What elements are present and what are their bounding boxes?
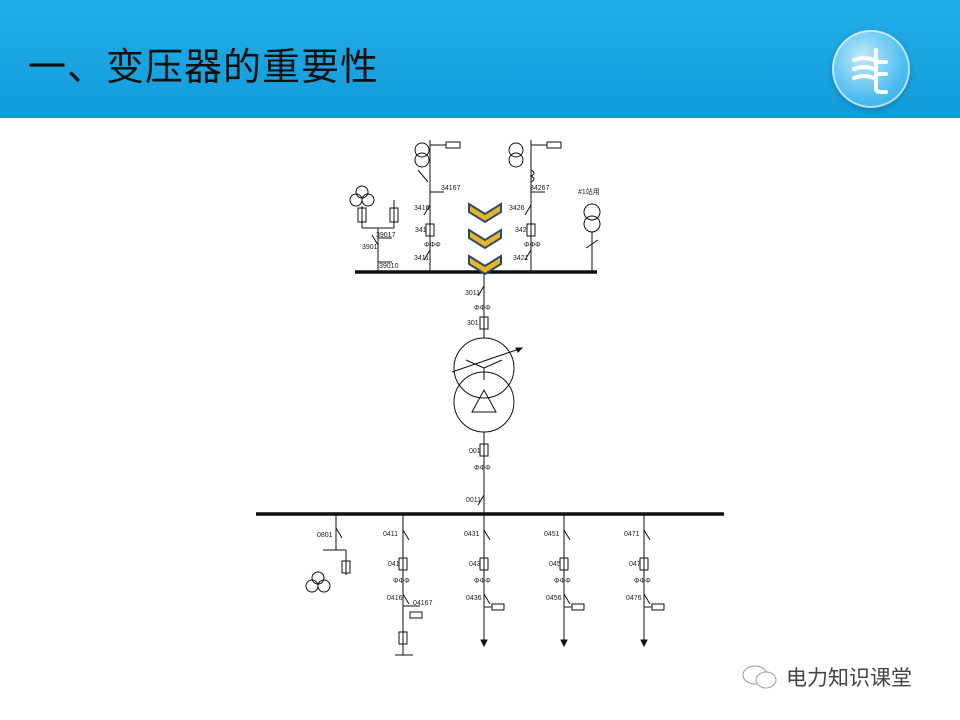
- slide-header: 一、变压器的重要性: [0, 0, 960, 118]
- ct-symbol: ΦΦΦ: [393, 578, 410, 585]
- label: 0471: [624, 531, 640, 538]
- main-transformer-bay: [451, 272, 524, 514]
- label: 045: [549, 561, 561, 568]
- label: 0456: [546, 595, 562, 602]
- label: 0411: [383, 531, 398, 538]
- label: 34167: [441, 185, 461, 192]
- ct-symbol: ΦΦΦ: [634, 578, 651, 585]
- ct-symbol: ΦΦΦ: [474, 578, 491, 585]
- label: 3416: [414, 205, 430, 212]
- label: 3426: [509, 205, 525, 212]
- chevron-down-icon: [468, 203, 502, 223]
- label: 043: [469, 561, 481, 568]
- label: 0011: [466, 497, 481, 504]
- label: 3411: [414, 255, 429, 262]
- label: 301: [467, 320, 479, 327]
- label: 0431: [464, 531, 480, 538]
- ct-symbol: ΦΦΦ: [424, 242, 441, 249]
- bay-0801: [305, 514, 351, 593]
- ct-symbol: ΦΦΦ: [554, 578, 571, 585]
- ct-symbol: ΦΦΦ: [524, 242, 541, 249]
- bay-045: [559, 514, 585, 648]
- label: 3421: [513, 255, 529, 262]
- wechat-icon: [742, 665, 777, 689]
- label: 0451: [544, 531, 560, 538]
- chevron-down-icon: [468, 229, 502, 249]
- bay-047: [639, 514, 665, 648]
- label: 0801: [317, 532, 333, 539]
- bay-342: [508, 140, 562, 272]
- label: 39017: [376, 232, 396, 239]
- watermark-text: 电力知识课堂: [786, 666, 912, 690]
- transformer-secondary-winding: [453, 371, 515, 433]
- bay-043: [479, 514, 505, 648]
- ct-symbol: ΦΦΦ: [474, 305, 491, 312]
- label: 0436: [466, 595, 482, 602]
- station-transformer: [583, 203, 601, 272]
- label: 34267: [530, 185, 550, 192]
- label: #1站用: [578, 187, 600, 196]
- label: 04167: [413, 600, 433, 607]
- transformer-primary-winding: [453, 337, 515, 399]
- pt-bay: [349, 185, 399, 272]
- label: 3901: [362, 244, 378, 251]
- label: 047: [629, 561, 641, 568]
- bay-341: [414, 140, 461, 272]
- label: 3011: [465, 290, 480, 297]
- label: 041: [388, 561, 400, 568]
- watermark: 电力知识课堂: [740, 662, 912, 692]
- ct-symbol: ΦΦΦ: [474, 465, 491, 472]
- label: 39010: [379, 263, 399, 270]
- label: 341: [415, 227, 427, 234]
- label: 0416: [387, 595, 403, 602]
- label: 0476: [626, 595, 642, 602]
- power-grid-logo-icon: [832, 30, 910, 108]
- slide-title: 一、变压器的重要性: [28, 45, 380, 89]
- label: 001: [469, 448, 481, 455]
- bay-041: [395, 514, 423, 656]
- label: 342: [515, 227, 527, 234]
